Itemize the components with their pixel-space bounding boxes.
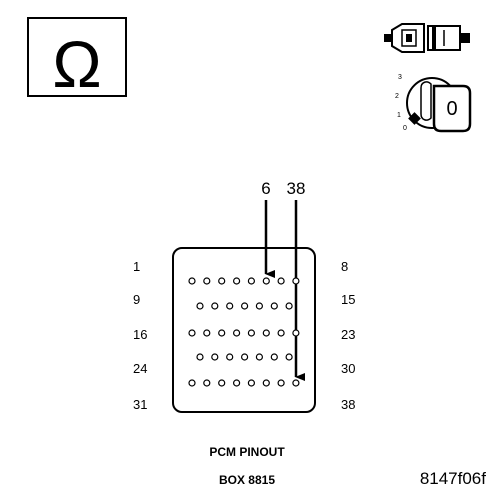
row-left-label-16: 16: [133, 327, 147, 342]
pin-16: [188, 329, 196, 337]
pin-37: [277, 379, 285, 387]
key-position-0: 0: [403, 125, 407, 132]
caption-box: BOX 8815: [219, 473, 275, 487]
pin-36: [262, 379, 270, 387]
key-position-3: 3: [398, 74, 402, 81]
pin-1: [188, 277, 196, 285]
row-left-label-1: 1: [133, 259, 140, 274]
row-left-label-31: 31: [133, 397, 147, 412]
connector-disconnected-icon: [384, 23, 470, 53]
pin-33: [218, 379, 226, 387]
ohm-symbol: Ω: [52, 27, 101, 101]
pin-5: [247, 277, 255, 285]
pin-38: [292, 379, 300, 387]
pin-17: [203, 329, 211, 337]
row-left-label-9: 9: [133, 292, 140, 307]
pin-31: [188, 379, 196, 387]
pin-2: [203, 277, 211, 285]
pin-7: [277, 277, 285, 285]
row-right-label-8: 8: [341, 259, 348, 274]
pin-13: [255, 302, 263, 310]
pin-15: [285, 302, 293, 310]
row-right-label-30: 30: [341, 361, 355, 376]
connector-pins: [188, 277, 300, 387]
pin-32: [203, 379, 211, 387]
pin-29: [270, 353, 278, 361]
pin-11: [226, 302, 234, 310]
pin-10: [211, 302, 219, 310]
pin-28: [255, 353, 263, 361]
key-position-1: 1: [397, 112, 401, 119]
pin-30: [285, 353, 293, 361]
pin-20: [247, 329, 255, 337]
callout-pin-38: 38: [287, 179, 306, 198]
pin-21: [262, 329, 270, 337]
pin-6: [262, 277, 270, 285]
pin-4: [233, 277, 241, 285]
row-right-label-23: 23: [341, 327, 355, 342]
pin-8: [292, 277, 300, 285]
ohmmeter-icon: Ω: [27, 17, 127, 101]
pcm-connector-body: [172, 247, 316, 413]
pin-34: [233, 379, 241, 387]
caption-title: PCM PINOUT: [209, 445, 285, 459]
pin-27: [241, 353, 249, 361]
pin-25: [211, 353, 219, 361]
pin-24: [196, 353, 204, 361]
key-label: 0: [446, 98, 457, 120]
pin-22: [277, 329, 285, 337]
pin-9: [196, 302, 204, 310]
key-position-2: 2: [395, 93, 399, 100]
ignition-key-off-icon: 3 2 1 0 0: [395, 74, 472, 133]
figure-id: 8147f06f: [420, 469, 486, 488]
row-left-label-24: 24: [133, 361, 147, 376]
pin-26: [226, 353, 234, 361]
callout-pin-6: 6: [261, 179, 270, 198]
pin-19: [233, 329, 241, 337]
pin-35: [247, 379, 255, 387]
pin-3: [218, 277, 226, 285]
pin-23: [292, 329, 300, 337]
row-right-label-15: 15: [341, 292, 355, 307]
pin-18: [218, 329, 226, 337]
pin-14: [270, 302, 278, 310]
row-right-label-38: 38: [341, 397, 355, 412]
pin-12: [241, 302, 249, 310]
